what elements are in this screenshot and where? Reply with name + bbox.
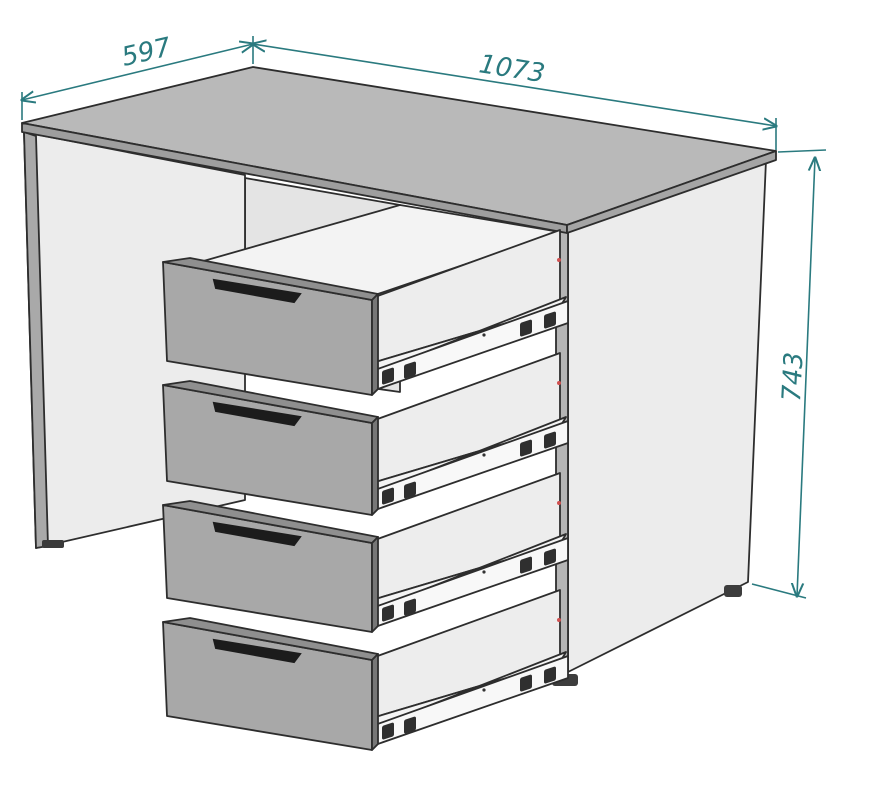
left-foot — [42, 540, 64, 548]
screw-dot — [482, 570, 486, 574]
drawer-2[interactable] — [162, 352, 569, 516]
rail-clip — [382, 604, 394, 622]
right-cabinet — [552, 159, 767, 686]
drawer-handle[interactable] — [212, 638, 302, 664]
height-label: 743 — [777, 351, 810, 402]
drawer-handle[interactable] — [212, 521, 302, 547]
rail-clip — [520, 556, 532, 574]
screw-dot — [482, 688, 486, 692]
rail-clip — [544, 431, 556, 449]
rail-clip — [520, 319, 532, 337]
drawer-handle[interactable] — [212, 278, 302, 304]
rail-clip — [404, 716, 416, 734]
rail-clip — [382, 367, 394, 385]
drawer-front-side — [371, 293, 379, 396]
cam-dot — [557, 258, 561, 262]
rail-clip — [382, 722, 394, 740]
right-back-foot — [724, 585, 742, 597]
screw-dot — [482, 333, 486, 337]
rail-clip — [544, 311, 556, 329]
rail-clip — [520, 439, 532, 457]
rail-clip — [382, 487, 394, 505]
screw-dot — [482, 453, 486, 457]
width-label: 1073 — [477, 49, 547, 89]
drawer-handle[interactable] — [212, 401, 302, 427]
rail-clip — [404, 481, 416, 499]
rail-clip — [404, 361, 416, 379]
rail-clip — [404, 598, 416, 616]
depth-label: 597 — [119, 32, 175, 72]
dimension-height: 743 — [751, 149, 827, 599]
rail-clip — [544, 548, 556, 566]
tabletop — [21, 66, 777, 234]
rail-clip — [520, 674, 532, 692]
drawer-4[interactable] — [162, 589, 569, 751]
drawer-front-side — [371, 653, 379, 751]
rail-clip — [544, 666, 556, 684]
drawer-front-side — [371, 536, 379, 633]
cam-dot — [557, 618, 561, 622]
cam-dot — [557, 381, 561, 385]
drawer-front-side — [371, 416, 379, 516]
drawer-1[interactable] — [162, 229, 569, 396]
drawer-stack — [162, 204, 569, 751]
drawer-3[interactable] — [162, 472, 569, 633]
cam-dot — [557, 501, 561, 505]
